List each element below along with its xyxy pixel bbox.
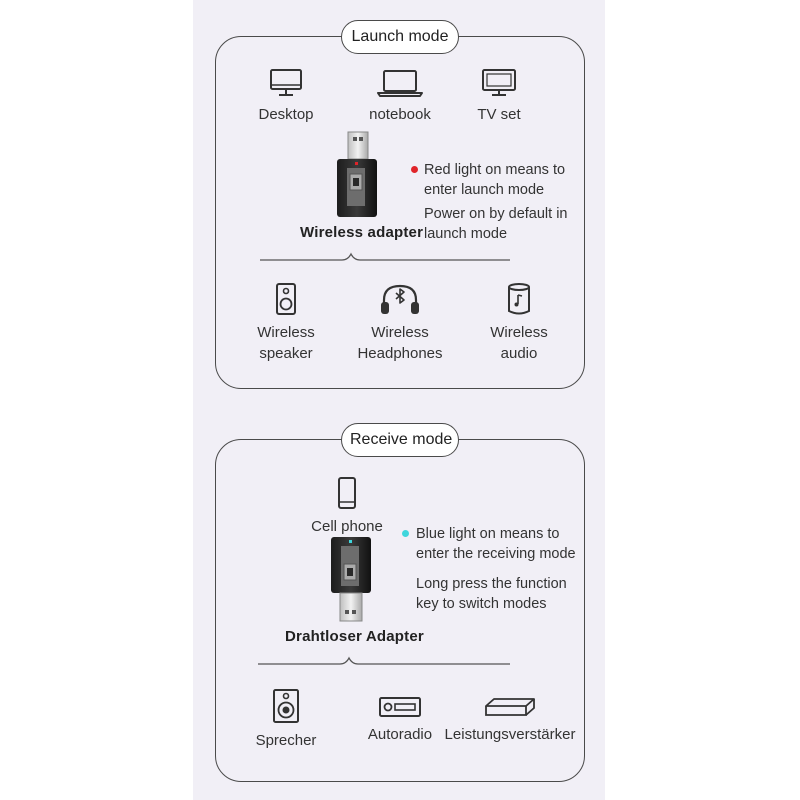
laptop-icon <box>377 70 423 97</box>
output-label: Wireless <box>257 324 315 341</box>
output-sprecher: Sprecher <box>245 688 327 751</box>
launch-notes: Red light on means to enter launch mode … <box>424 160 567 244</box>
output-leistungsverstaerker: Leistungsverstärker <box>443 696 577 745</box>
receive-mode-panel <box>215 439 585 782</box>
launch-note-line: launch mode <box>424 226 508 242</box>
desktop-icon <box>270 69 302 96</box>
speaker-icon <box>276 283 296 315</box>
output-label: Wireless <box>490 324 548 341</box>
output-label: audio <box>500 345 538 362</box>
output-label: Leistungsverstärker <box>444 726 576 743</box>
car-radio-icon <box>379 697 421 717</box>
receive-brace-divider <box>258 656 510 665</box>
blue-indicator-dot <box>402 530 409 537</box>
receive-notes: Blue light on means to enter the receivi… <box>416 524 576 614</box>
output-label: speaker <box>259 345 313 362</box>
output-label: Headphones <box>357 345 443 362</box>
launch-note-line: enter launch mode <box>424 182 545 198</box>
output-wireless-headphones: Wireless Headphones <box>350 282 450 364</box>
music-speaker-icon <box>508 283 530 315</box>
source-tv-label: TV set <box>477 106 521 123</box>
receive-mode-title: Receive mode <box>341 423 459 457</box>
bluetooth-headphones-icon <box>381 284 419 314</box>
launch-brace-divider <box>260 252 510 261</box>
source-tv: TV set <box>466 68 532 125</box>
amplifier-icon <box>485 698 535 716</box>
output-autoradio: Autoradio <box>358 696 442 745</box>
output-label: Autoradio <box>367 726 433 743</box>
launch-mode-title: Launch mode <box>341 20 459 54</box>
source-cell-phone: Cell phone <box>304 476 390 537</box>
usb-adapter-image <box>337 131 377 217</box>
output-label: Wireless <box>371 324 429 341</box>
source-desktop-label: Desktop <box>258 106 314 123</box>
receive-note-line: key to switch modes <box>416 596 547 612</box>
cell-phone-icon <box>338 477 356 509</box>
usb-adapter-image <box>331 537 371 622</box>
source-notebook-label: notebook <box>369 106 431 123</box>
output-wireless-speaker: Wireless speaker <box>245 282 327 364</box>
receive-note-line: enter the receiving mode <box>416 546 576 562</box>
output-wireless-audio: Wireless audio <box>480 282 558 364</box>
output-label: Sprecher <box>255 732 317 749</box>
source-cell-phone-label: Cell phone <box>311 518 383 535</box>
receive-adapter-label: Drahtloser Adapter <box>285 628 424 645</box>
launch-note-line: Power on by default in <box>424 206 568 222</box>
source-notebook: notebook <box>360 68 440 125</box>
source-desktop: Desktop <box>250 68 322 125</box>
launch-adapter-label: Wireless adapter <box>300 224 424 241</box>
launch-note-line: Red light on means to <box>424 162 566 178</box>
launch-mode-panel <box>215 36 585 389</box>
tv-icon <box>482 69 516 96</box>
red-indicator-dot <box>411 166 418 173</box>
receive-note-line: Blue light on means to <box>416 526 560 542</box>
receive-note-line: Long press the function <box>416 576 567 592</box>
loudspeaker-icon <box>273 689 299 723</box>
